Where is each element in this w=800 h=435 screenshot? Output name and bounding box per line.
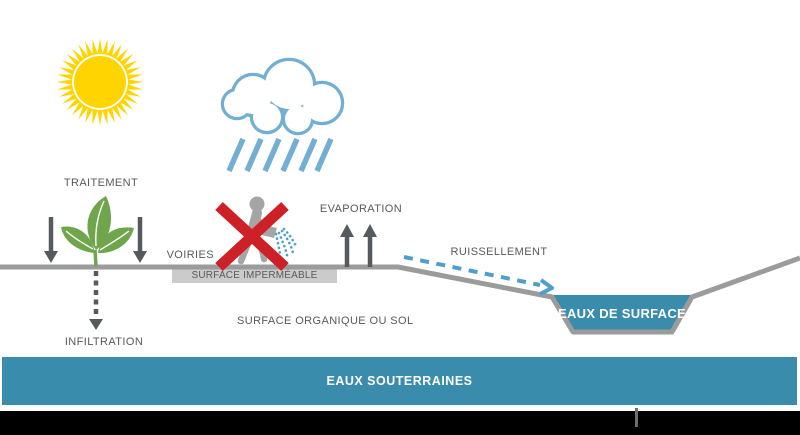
bottom-bar-tick (635, 408, 638, 427)
surface-organique-label: SURFACE ORGANIQUE OU SOL (237, 315, 414, 327)
treatment-down-arrow-icon (44, 217, 147, 263)
surface-impermeable-label: SURFACE IMPERMÉABLE (191, 270, 318, 281)
traitement-label: TRAITEMENT (63, 177, 139, 189)
evaporation-label: EVAPORATION (319, 203, 403, 215)
surface-water-body (553, 295, 691, 330)
sun-icon (56, 38, 144, 126)
sun-rays (56, 38, 144, 126)
prohibition-cross-icon (215, 201, 289, 272)
evaporation-up-arrow-icon (340, 224, 377, 267)
bottom-letterbox-bar (0, 411, 800, 435)
plant-icon (61, 196, 134, 267)
infiltration-dashed-arrow-icon (89, 271, 103, 330)
rain-cloud-icon (220, 57, 345, 136)
runoff-dashed-arrow-icon (403, 255, 554, 296)
ground-line (0, 255, 800, 335)
infiltration-label: INFILTRATION (64, 336, 144, 348)
water-spray (274, 227, 298, 264)
eaux-souterraines-label: EAUX SOUTERRAINES (326, 374, 473, 388)
sun-disc (74, 56, 126, 108)
groundwater-band: EAUX SOUTERRAINES (2, 357, 797, 405)
ruissellement-label: RUISSELLEMENT (450, 246, 548, 258)
voiries-label: VOIRIES (166, 249, 214, 261)
rain-lines (226, 137, 334, 173)
impermeable-surface-rect (172, 268, 337, 283)
eaux-de-surface-label: EAUX DE SURFACE (557, 306, 687, 321)
